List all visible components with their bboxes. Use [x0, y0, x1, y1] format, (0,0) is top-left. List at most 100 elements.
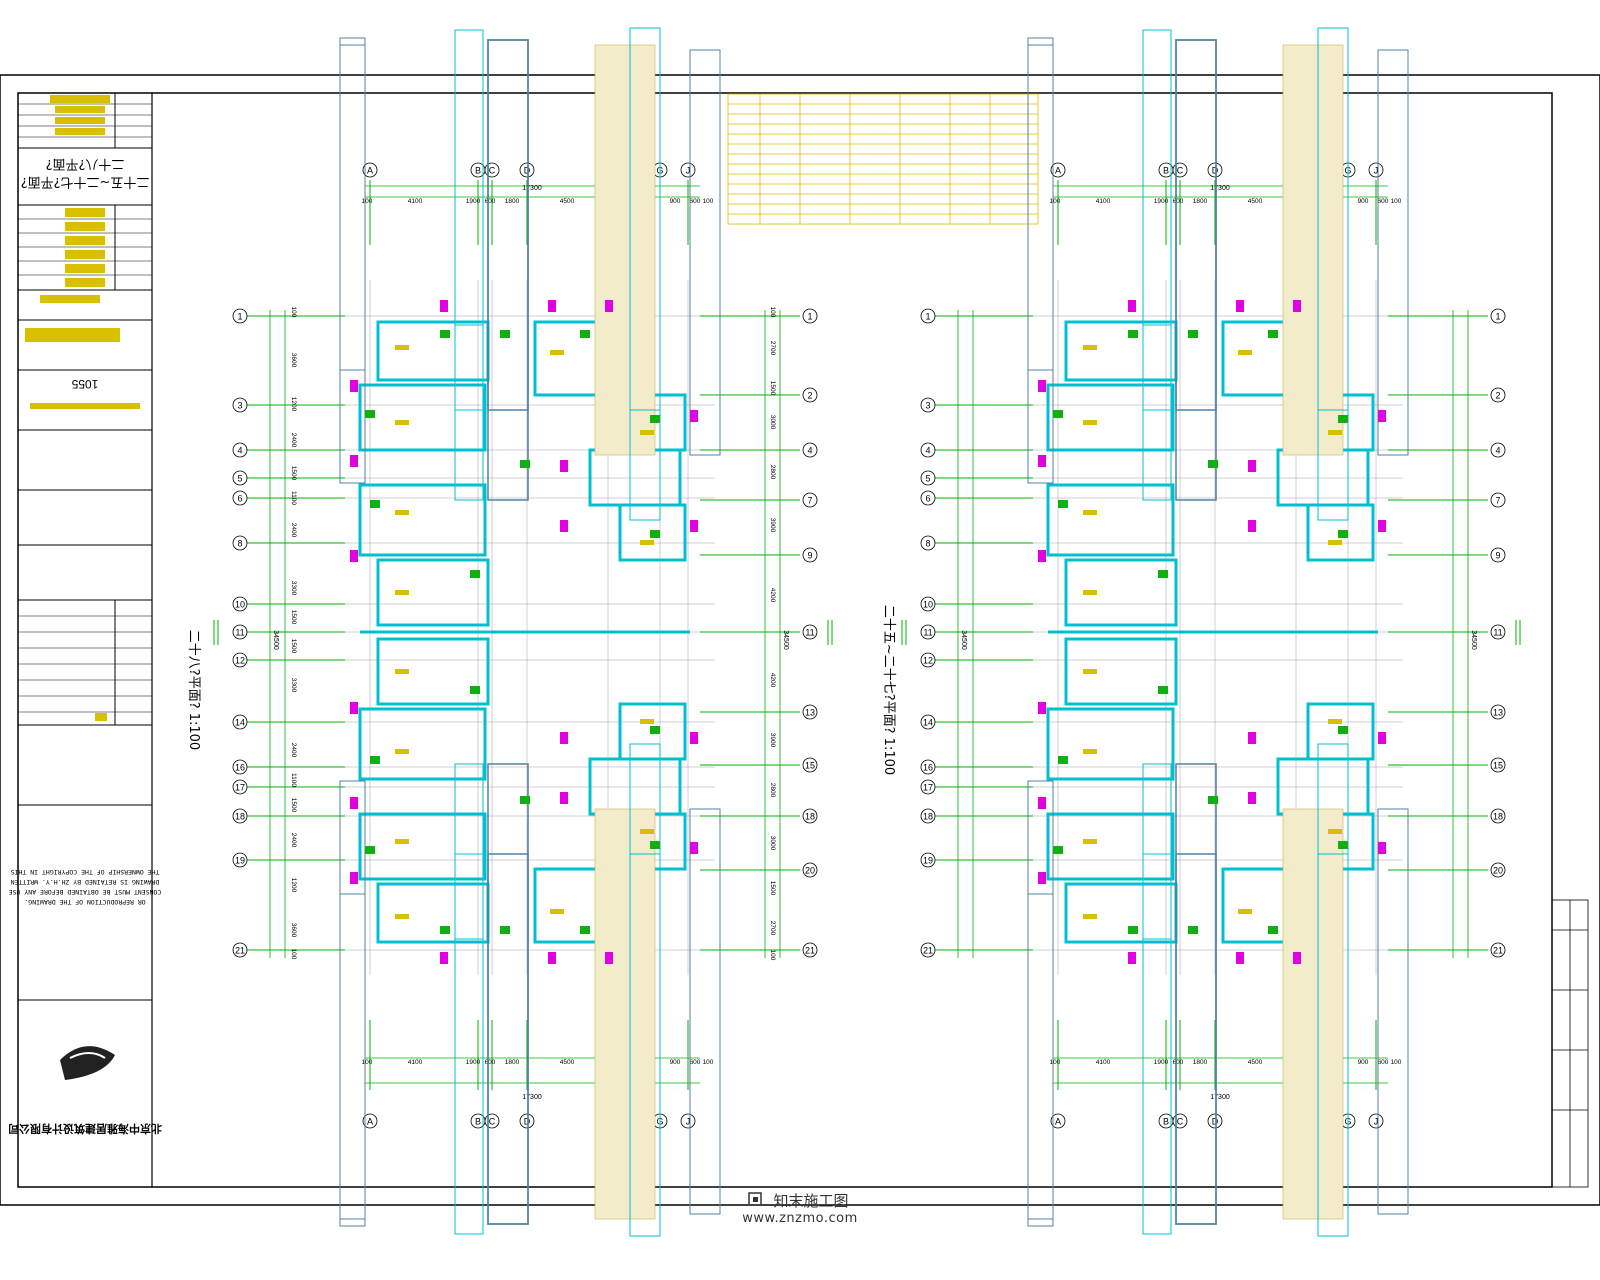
- room-tag: [1328, 540, 1342, 545]
- elevator-shaft: [1175, 39, 1217, 501]
- door-tag: [650, 530, 660, 538]
- dim-label: 1500: [769, 381, 776, 396]
- door-tag: [470, 686, 480, 694]
- watermark: 知末施工图 www.znzmo.com: [720, 1190, 880, 1226]
- grid-label: 14: [235, 718, 245, 728]
- grid-bubble: [802, 942, 818, 958]
- floor-plan-28f: AABBCCDDFFGGJJ17300173001001004100410019…: [213, 27, 833, 1237]
- door-tag: [520, 460, 530, 468]
- door-tag: [1208, 460, 1218, 468]
- grid-label: 13: [805, 708, 815, 718]
- svg-text:OR REPRODUCTION OF THE DRAWING: OR REPRODUCTION OF THE DRAWING.: [24, 898, 145, 906]
- window-marker: [1378, 520, 1386, 532]
- grid-bubble: [519, 1113, 535, 1129]
- grid-label: 12: [923, 656, 933, 666]
- room-tag: [640, 719, 654, 724]
- grid-label: J: [1374, 1117, 1379, 1127]
- room-wall: [1046, 383, 1175, 452]
- grid-label: 1: [925, 312, 930, 322]
- window-marker: [350, 797, 358, 809]
- room-tag: [1083, 839, 1097, 844]
- dim-label: 2400: [290, 743, 297, 758]
- svg-text:THE OWNERSHIP OF THE COPYRIGHT: THE OWNERSHIP OF THE COPYRIGHT IN THIS: [11, 868, 160, 876]
- grid-bubble: [920, 397, 936, 413]
- dim-label: 4100: [408, 1059, 423, 1066]
- grid-bubble: [802, 757, 818, 773]
- room-wall: [1046, 483, 1175, 557]
- stair-tread: [1282, 44, 1344, 456]
- grid-label: 8: [925, 539, 930, 549]
- elevator-shaft: [487, 763, 529, 1225]
- window-marker: [1128, 952, 1136, 964]
- grid-bubble: [1490, 442, 1506, 458]
- company-name: 北京中海雅居建筑设计有限公司: [8, 1122, 162, 1136]
- room-tag: [395, 510, 409, 515]
- grid-label: 1: [1495, 312, 1500, 322]
- grid-label: 21: [923, 946, 933, 956]
- door-tag: [440, 330, 450, 338]
- grid-label: B: [1163, 1117, 1169, 1127]
- grid-label: 4: [1495, 446, 1500, 456]
- room-tag: [395, 914, 409, 919]
- grid-label: 7: [807, 496, 812, 506]
- grid-label: A: [1055, 166, 1061, 176]
- door-tag: [1208, 796, 1218, 804]
- window-marker: [350, 872, 358, 884]
- dim-label: 4500: [1248, 1059, 1263, 1066]
- dim-label: 600: [1378, 198, 1389, 205]
- door-tag: [1188, 926, 1198, 934]
- bathroom: [454, 763, 484, 1235]
- door-tag: [1158, 570, 1168, 578]
- window-marker: [350, 550, 358, 562]
- grid-bubble: [920, 596, 936, 612]
- company-logo-icon: [60, 1046, 115, 1080]
- grid-label: 12: [235, 656, 245, 666]
- dim-label: 1800: [505, 1059, 520, 1066]
- dim-label: 600: [1173, 198, 1184, 205]
- grid-label: 9: [1495, 551, 1500, 561]
- dim-label: 600: [690, 1059, 701, 1066]
- grid-bubble: [920, 652, 936, 668]
- dim-label: 100: [362, 1059, 373, 1066]
- grid-label: 18: [235, 812, 245, 822]
- grid-bubble: [362, 1113, 378, 1129]
- dim-label: 4200: [769, 588, 776, 603]
- dim-label: 3900: [769, 733, 776, 748]
- dim-label: 2700: [769, 921, 776, 936]
- dim-label: 2700: [769, 341, 776, 356]
- grid-label: 4: [807, 446, 812, 456]
- door-tag: [500, 330, 510, 338]
- dim-label: 600: [485, 1059, 496, 1066]
- grid-label: 2: [1495, 391, 1500, 401]
- dim-label: 4100: [1096, 1059, 1111, 1066]
- grid-label: 13: [1493, 708, 1503, 718]
- bathroom: [1317, 27, 1349, 521]
- dim-label: 1500: [290, 610, 297, 625]
- door-tag: [650, 841, 660, 849]
- dim-label: 600: [485, 198, 496, 205]
- dim-label: 100: [290, 307, 297, 318]
- room-tag: [1328, 829, 1342, 834]
- grid-label: 11: [923, 628, 932, 638]
- balcony-frame: [339, 44, 366, 484]
- door-tag: [650, 415, 660, 423]
- window-marker: [1293, 300, 1301, 312]
- window-marker: [690, 410, 698, 422]
- window-marker: [1236, 300, 1244, 312]
- grid-bubble: [1490, 387, 1506, 403]
- window-marker: [1038, 872, 1046, 884]
- dim-label: 4500: [560, 198, 575, 205]
- window-marker: [548, 952, 556, 964]
- grid-label: 21: [805, 946, 815, 956]
- grid-label: 6: [925, 494, 930, 504]
- window-marker: [1248, 792, 1256, 804]
- dim-label: 100: [1391, 1059, 1402, 1066]
- dim-label: 1100: [290, 773, 297, 787]
- grid-label: 19: [923, 856, 933, 866]
- grid-bubble: [920, 308, 936, 324]
- grid-bubble: [232, 714, 248, 730]
- dim-label: 3900: [769, 518, 776, 533]
- grid-label: 8: [237, 539, 242, 549]
- grid-bubble: [1490, 862, 1506, 878]
- elevator-shaft: [1175, 763, 1217, 1225]
